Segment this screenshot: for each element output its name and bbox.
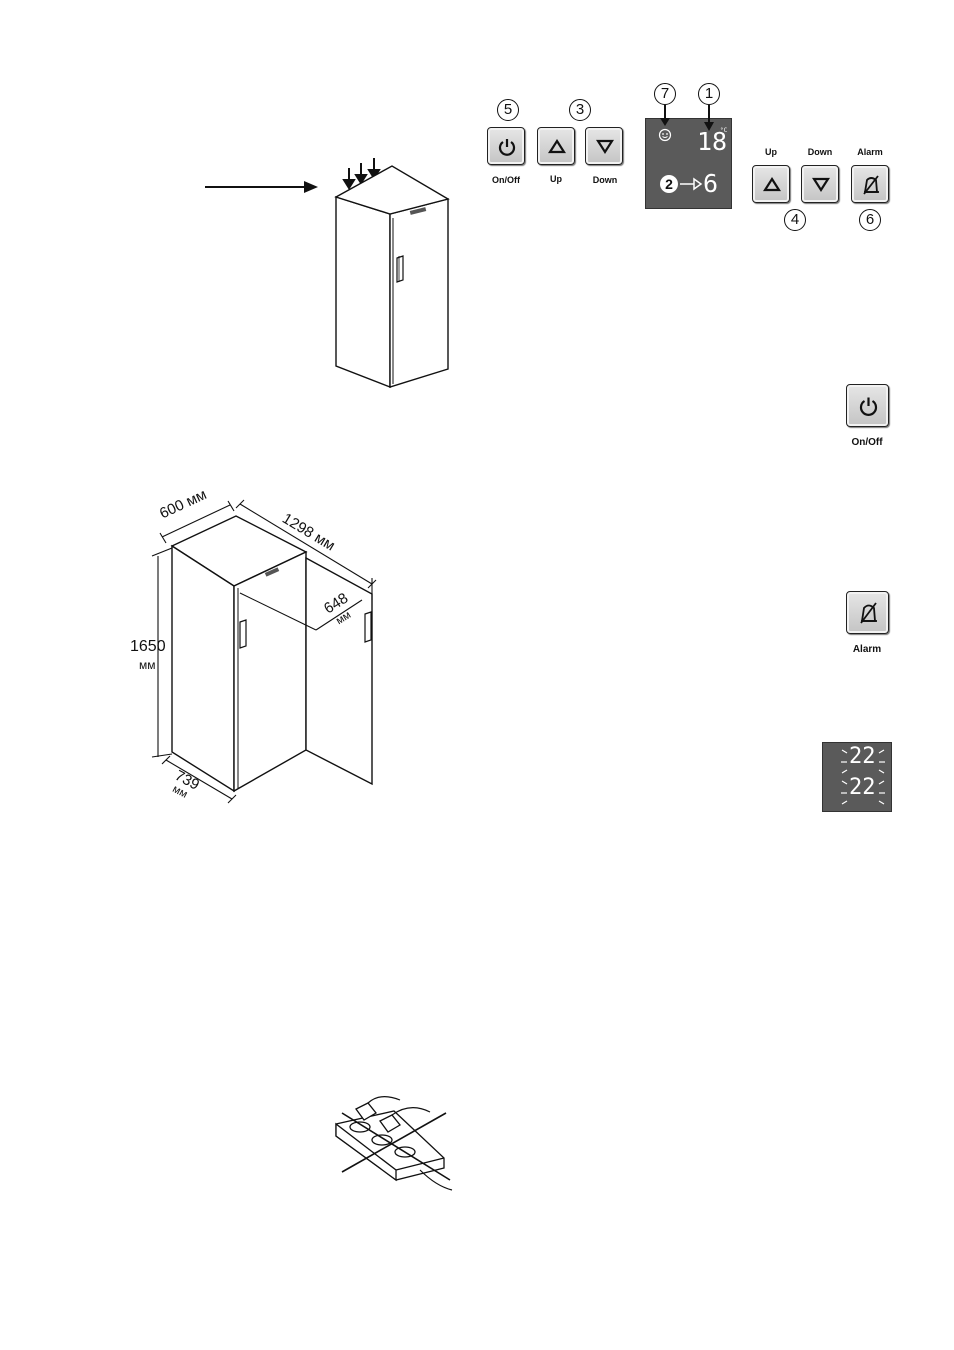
crossed-power-strip-illustration bbox=[0, 0, 954, 1350]
